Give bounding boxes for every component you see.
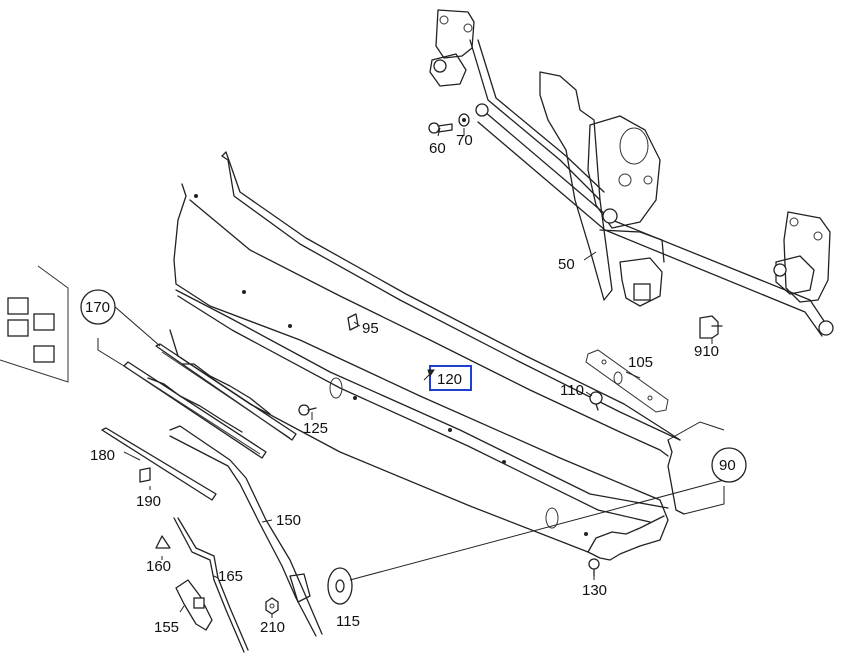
- cap-160-icon[interactable]: [155, 535, 171, 549]
- callout-210[interactable]: 210: [260, 619, 285, 636]
- callout-155[interactable]: 155: [154, 619, 179, 636]
- screw-60-icon[interactable]: [428, 122, 453, 134]
- callout-170-circle: [80, 289, 116, 325]
- wiper-rubber-180[interactable]: [101, 427, 217, 501]
- callout-120-marker-icon: [427, 369, 435, 378]
- callout-90[interactable]: 90: [719, 457, 736, 474]
- callout-910[interactable]: 910: [694, 343, 719, 360]
- seal-strip-120[interactable]: [221, 151, 681, 441]
- end-cap-190-icon[interactable]: [139, 467, 151, 483]
- callout-160[interactable]: 160: [146, 558, 171, 575]
- callout-70[interactable]: 70: [456, 132, 473, 149]
- screw-130-icon[interactable]: [588, 558, 600, 577]
- callout-190[interactable]: 190: [136, 493, 161, 510]
- connector-910-icon[interactable]: [699, 315, 723, 339]
- callout-150[interactable]: 150: [276, 512, 301, 529]
- screw-125-icon[interactable]: [298, 404, 317, 416]
- callout-120[interactable]: 120: [437, 371, 462, 388]
- callout-115[interactable]: 115: [336, 613, 360, 630]
- callout-105[interactable]: 105: [628, 354, 653, 371]
- callout-90-circle: [711, 447, 747, 483]
- callout-180[interactable]: 180: [90, 447, 115, 464]
- wiper-arm-150[interactable]: [169, 425, 323, 637]
- cover-155-icon[interactable]: [175, 579, 213, 631]
- cowl-panel-90[interactable]: [169, 183, 685, 561]
- callout-60[interactable]: 60: [429, 140, 446, 157]
- callout-170[interactable]: 170: [85, 299, 110, 316]
- callout-50[interactable]: 50: [558, 256, 575, 273]
- wiper-linkage-assembly[interactable]: [429, 9, 834, 337]
- bolt-110-icon[interactable]: [589, 391, 603, 411]
- leader-lines: [97, 127, 725, 618]
- callout-125[interactable]: 125: [303, 420, 328, 437]
- callout-165[interactable]: 165: [218, 568, 243, 585]
- blade-refill-pack[interactable]: [0, 265, 69, 383]
- clip-95-icon[interactable]: [347, 313, 359, 331]
- callout-110[interactable]: 110: [560, 382, 584, 399]
- hose-165[interactable]: [173, 517, 249, 653]
- callout-130[interactable]: 130: [582, 582, 607, 599]
- washer-115-icon[interactable]: [327, 567, 353, 605]
- highlight-box-120: [429, 365, 472, 391]
- bracket-105[interactable]: [585, 349, 669, 413]
- nut-210-icon[interactable]: [265, 597, 279, 615]
- callout-95[interactable]: 95: [362, 320, 379, 337]
- wiper-blade-lower[interactable]: [123, 361, 267, 459]
- washer-70-icon[interactable]: [458, 113, 470, 127]
